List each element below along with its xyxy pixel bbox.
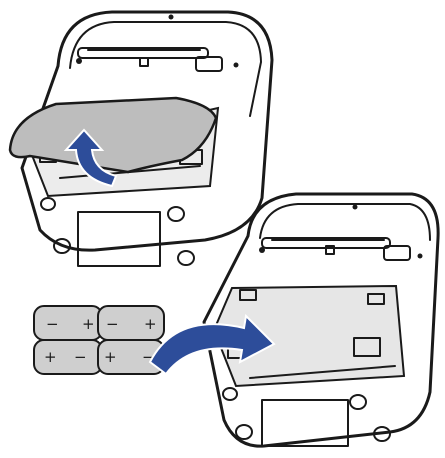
battery-3-left-terminal: +: [44, 348, 57, 366]
battery-3: + −: [34, 340, 102, 374]
battery-1-right-terminal: +: [82, 315, 95, 333]
battery-pack: − + − + + − + −: [34, 306, 164, 374]
device-top-left: [10, 12, 272, 266]
battery-2: − +: [98, 306, 164, 340]
battery-3-right-terminal: −: [74, 348, 87, 366]
battery-1: − +: [34, 306, 102, 340]
battery-2-left-terminal: −: [106, 315, 119, 333]
device-bottom-right: [204, 194, 438, 446]
battery-2-right-terminal: +: [144, 315, 157, 333]
battery-4-left-terminal: +: [104, 348, 117, 366]
battery-1-left-terminal: −: [46, 315, 59, 333]
